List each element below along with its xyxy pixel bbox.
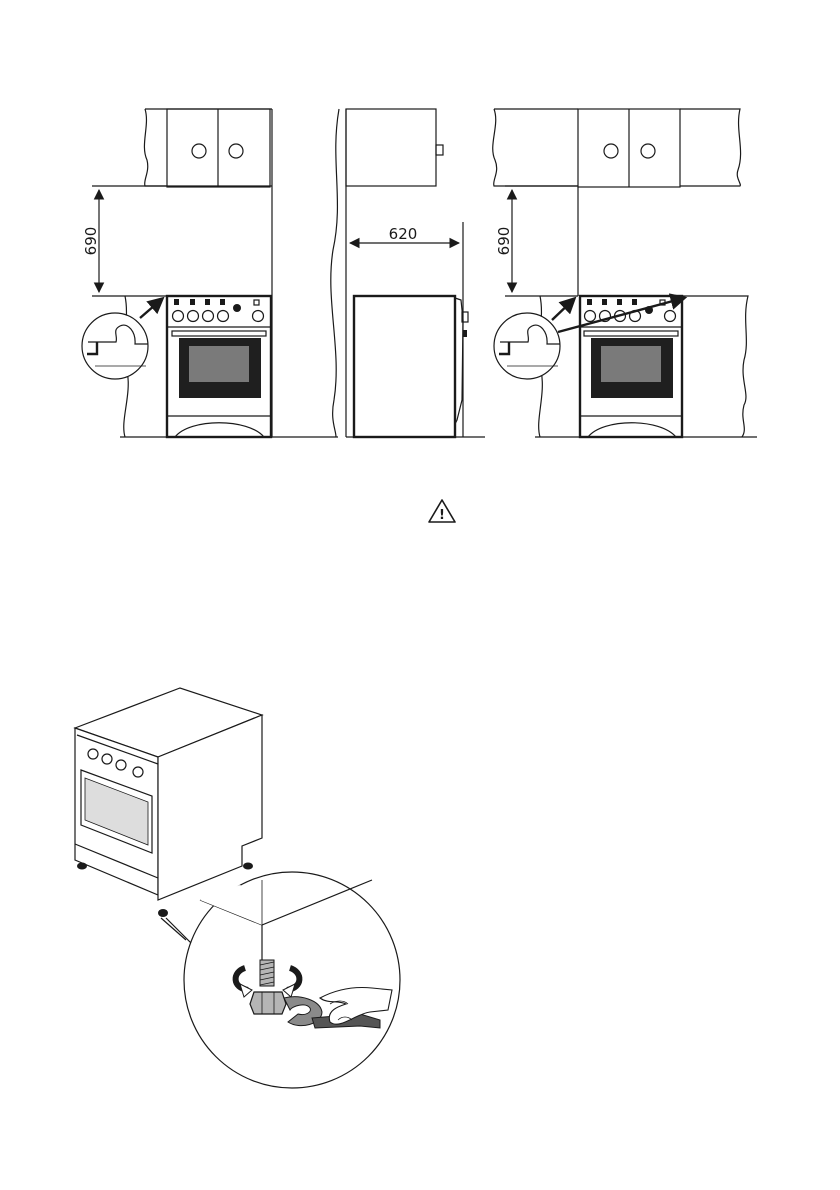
side-cooker [354, 296, 468, 437]
left-cooker [167, 296, 271, 437]
foot-zoom-circle [184, 872, 400, 1088]
side-view-scene: 620 [346, 109, 485, 437]
left-control-knobs [173, 299, 264, 322]
side-depth-dimension: 620 [389, 225, 418, 243]
right-cooker [580, 296, 682, 437]
levelling-illustration [75, 688, 400, 1088]
right-height-dimension: 690 [495, 227, 513, 256]
foot-screw-thread [260, 960, 274, 986]
hex-nut [250, 992, 286, 1014]
side-upper-cabinet [346, 109, 436, 186]
left-wall-upper [144, 109, 272, 186]
left-oven-window [189, 346, 249, 382]
right-cabinet-knob [641, 144, 655, 158]
right-oven-window [601, 346, 661, 382]
left-height-dimension: 690 [82, 227, 100, 256]
left-detail-circle [82, 299, 162, 379]
left-installation-scene: 690 [82, 109, 339, 437]
warning-triangle-icon: ! [429, 500, 455, 523]
right-installation-scene: 690 [493, 109, 757, 437]
right-cabinet-knob [604, 144, 618, 158]
cooker-3d [75, 688, 262, 917]
warning-symbol: ! [439, 508, 445, 523]
left-cabinet-knob [192, 144, 206, 158]
adjustable-foot [158, 909, 168, 917]
left-cabinet-knob [229, 144, 243, 158]
